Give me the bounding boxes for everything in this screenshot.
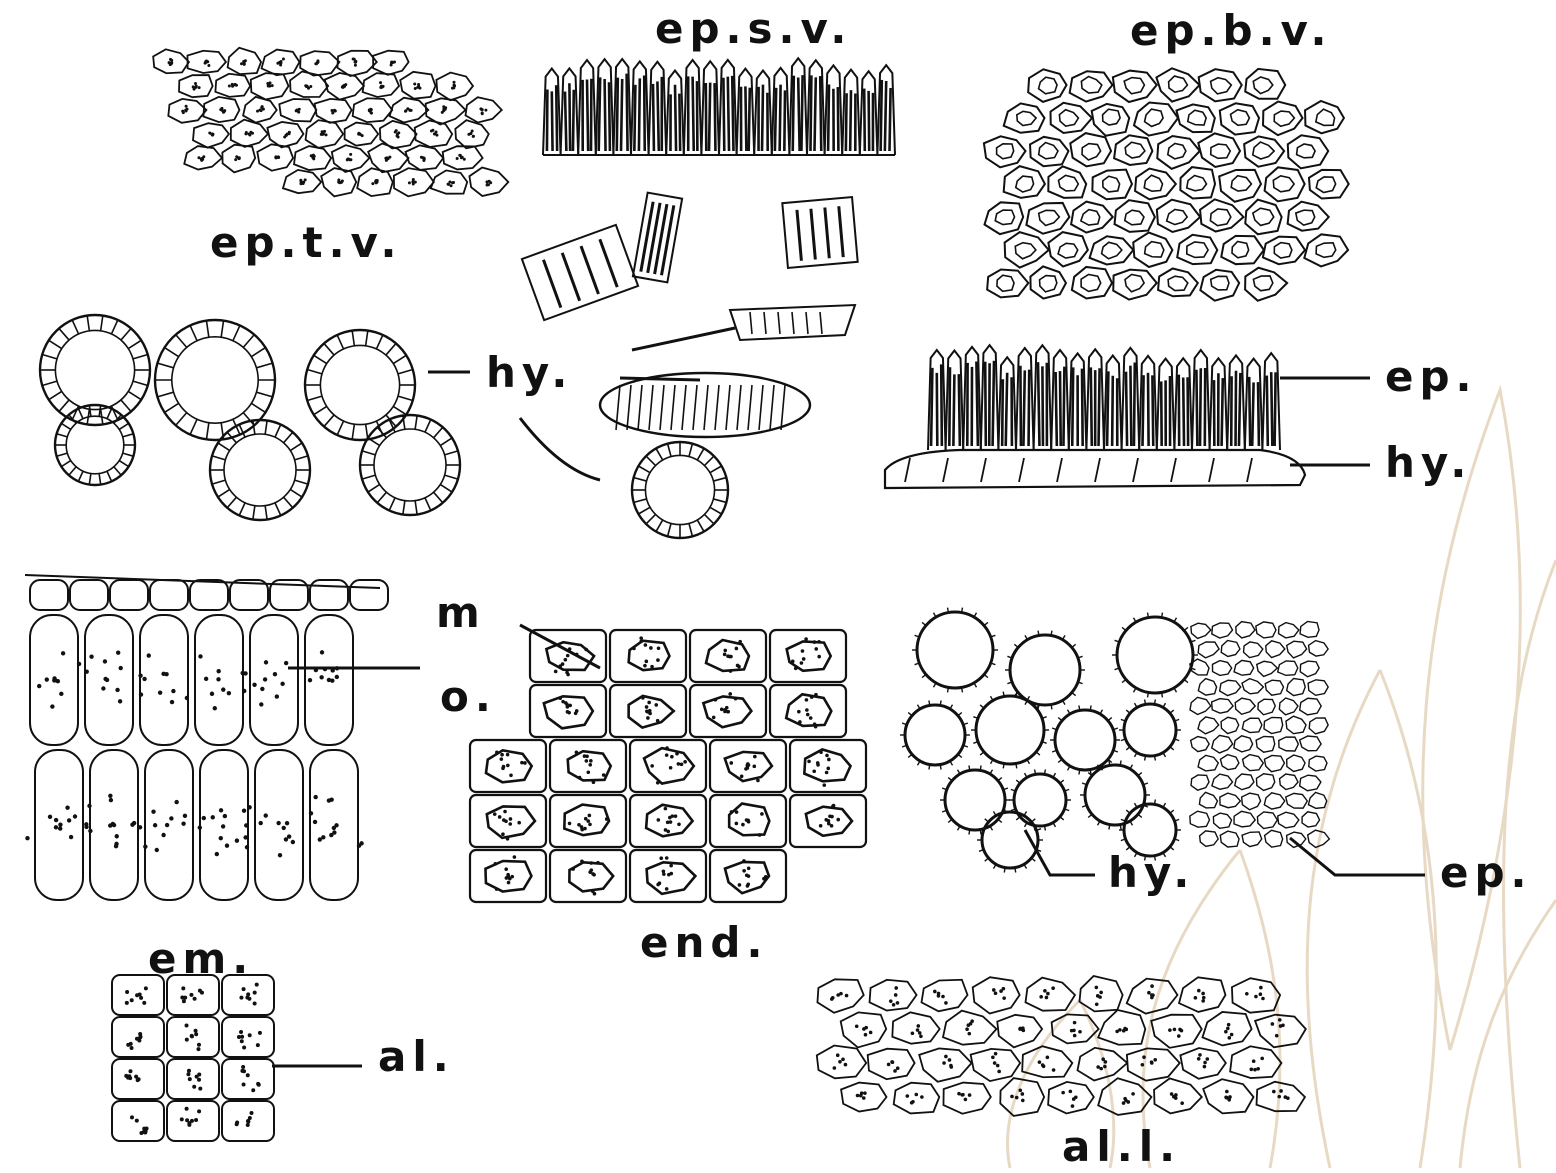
epidermis-basal-view-cells <box>984 68 1349 300</box>
label-end: end. <box>640 922 768 964</box>
isolated-palisade-fragments <box>522 193 858 340</box>
label-ep-right: ep. <box>1385 356 1478 398</box>
label-ep-bv: ep.b.v. <box>1130 10 1332 52</box>
hypodermis-cells <box>40 315 460 520</box>
label-al-l: al.l. <box>1062 1126 1181 1168</box>
isolated-hypodermis-cells <box>600 373 810 538</box>
aleurone-cells <box>112 975 274 1141</box>
label-o: o. <box>440 676 497 718</box>
label-hy-lower: hy. <box>1108 852 1195 894</box>
epidermis-surface-view-palisade <box>543 58 895 155</box>
elongated-cells <box>25 575 388 900</box>
epidermis-hypodermis-section <box>885 345 1305 488</box>
label-ep-tv: ep.t.v. <box>210 222 402 264</box>
epidermis-tangential-cells <box>153 48 508 197</box>
label-m: m <box>436 592 486 634</box>
palisade-fragment <box>633 193 682 283</box>
hypodermis-epidermis-surface <box>900 608 1329 873</box>
aleurone-layer-surface <box>817 976 1306 1116</box>
label-hy-center: hy. <box>486 352 573 394</box>
label-al: al. <box>378 1036 455 1078</box>
label-ep-sv: ep.s.v. <box>655 8 852 50</box>
palisade-fragment <box>522 225 638 320</box>
endosperm-cells <box>470 630 866 902</box>
label-em: em. <box>148 938 254 980</box>
label-ep-lower: ep. <box>1440 852 1533 894</box>
palisade-fragment <box>782 197 857 268</box>
label-hy-right: hy. <box>1385 442 1472 484</box>
